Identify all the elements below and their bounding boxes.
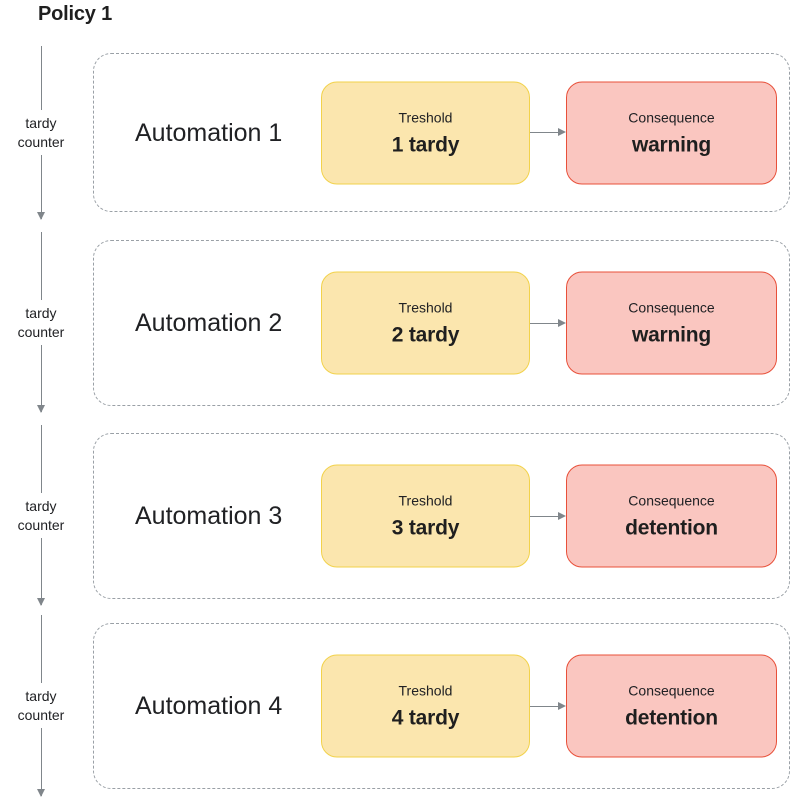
consequence-caption: Consequence: [628, 682, 715, 699]
threshold-value: 4 tardy: [391, 706, 460, 730]
tardy-counter-label: tardy counter: [18, 683, 65, 728]
counter-line-segment: [40, 425, 42, 493]
threshold-caption: Treshold: [398, 682, 453, 699]
policy-row: tardy counter Automation 1 Treshold 1 ta…: [0, 46, 800, 220]
consequence-node[interactable]: Consequence detention: [566, 464, 777, 568]
automation-title: Automation 3: [135, 502, 283, 530]
threshold-node[interactable]: Treshold 2 tardy: [321, 271, 530, 375]
counter-label-line-2: counter: [17, 134, 65, 150]
tardy-counter-flow: tardy counter: [0, 46, 82, 220]
counter-line-segment: [40, 232, 42, 300]
policy-row: tardy counter Automation 3 Treshold 3 ta…: [0, 425, 800, 606]
policy-row: tardy counter Automation 4 Treshold 4 ta…: [0, 615, 800, 797]
automation-title: Automation 2: [135, 309, 283, 337]
threshold-caption: Treshold: [398, 109, 453, 125]
consequence-caption: Consequence: [628, 109, 715, 125]
counter-arrow-icon: [37, 344, 46, 413]
tardy-counter-flow: tardy counter: [0, 232, 82, 413]
automation-title: Automation 4: [135, 692, 283, 720]
counter-line-segment: [40, 615, 42, 683]
page-title: Policy 1: [38, 3, 112, 25]
tardy-counter-label: tardy counter: [18, 493, 65, 538]
counter-arrow-icon: [37, 728, 46, 797]
counter-label-line-1: tardy: [25, 115, 57, 131]
threshold-to-consequence-arrow-icon: [530, 128, 566, 138]
threshold-node[interactable]: Treshold 3 tardy: [321, 464, 530, 568]
automation-container[interactable]: Automation 2 Treshold 2 tardy Consequenc…: [93, 240, 790, 406]
counter-arrow-icon: [37, 537, 46, 606]
consequence-value: detention: [625, 706, 718, 730]
threshold-node[interactable]: Treshold 4 tardy: [321, 654, 530, 758]
threshold-to-consequence-arrow-icon: [530, 511, 566, 521]
consequence-node[interactable]: Consequence detention: [566, 654, 777, 758]
counter-label-line-1: tardy: [25, 304, 57, 321]
threshold-caption: Treshold: [398, 492, 453, 509]
automation-container[interactable]: Automation 4 Treshold 4 tardy Consequenc…: [93, 623, 790, 789]
tardy-counter-flow: tardy counter: [0, 425, 82, 606]
counter-arrow-icon: [37, 155, 46, 220]
counter-label-line-2: counter: [17, 516, 65, 533]
consequence-node[interactable]: Consequence warning: [566, 81, 777, 184]
threshold-node[interactable]: Treshold 1 tardy: [321, 81, 530, 184]
consequence-value: detention: [625, 516, 718, 540]
consequence-node[interactable]: Consequence warning: [566, 271, 777, 375]
counter-line-segment: [40, 46, 42, 110]
tardy-counter-label: tardy counter: [18, 300, 65, 345]
threshold-value: 2 tardy: [391, 323, 460, 347]
threshold-value: 3 tardy: [391, 516, 460, 540]
tardy-counter-flow: tardy counter: [0, 615, 82, 797]
counter-label-line-2: counter: [17, 323, 65, 340]
consequence-value: warning: [631, 323, 712, 347]
automation-container[interactable]: Automation 1 Treshold 1 tardy Consequenc…: [93, 53, 790, 212]
counter-label-line-2: counter: [17, 707, 65, 723]
automation-container[interactable]: Automation 3 Treshold 3 tardy Consequenc…: [93, 433, 790, 599]
automation-title: Automation 1: [135, 118, 283, 147]
consequence-caption: Consequence: [628, 299, 715, 316]
consequence-value: warning: [631, 133, 712, 156]
threshold-to-consequence-arrow-icon: [530, 701, 566, 711]
threshold-to-consequence-arrow-icon: [530, 318, 566, 328]
counter-label-line-1: tardy: [25, 497, 57, 514]
threshold-caption: Treshold: [398, 299, 453, 316]
consequence-caption: Consequence: [628, 492, 715, 509]
policy-row: tardy counter Automation 2 Treshold 2 ta…: [0, 232, 800, 413]
tardy-counter-label: tardy counter: [18, 110, 65, 155]
counter-label-line-1: tardy: [25, 688, 57, 704]
threshold-value: 1 tardy: [391, 133, 460, 156]
